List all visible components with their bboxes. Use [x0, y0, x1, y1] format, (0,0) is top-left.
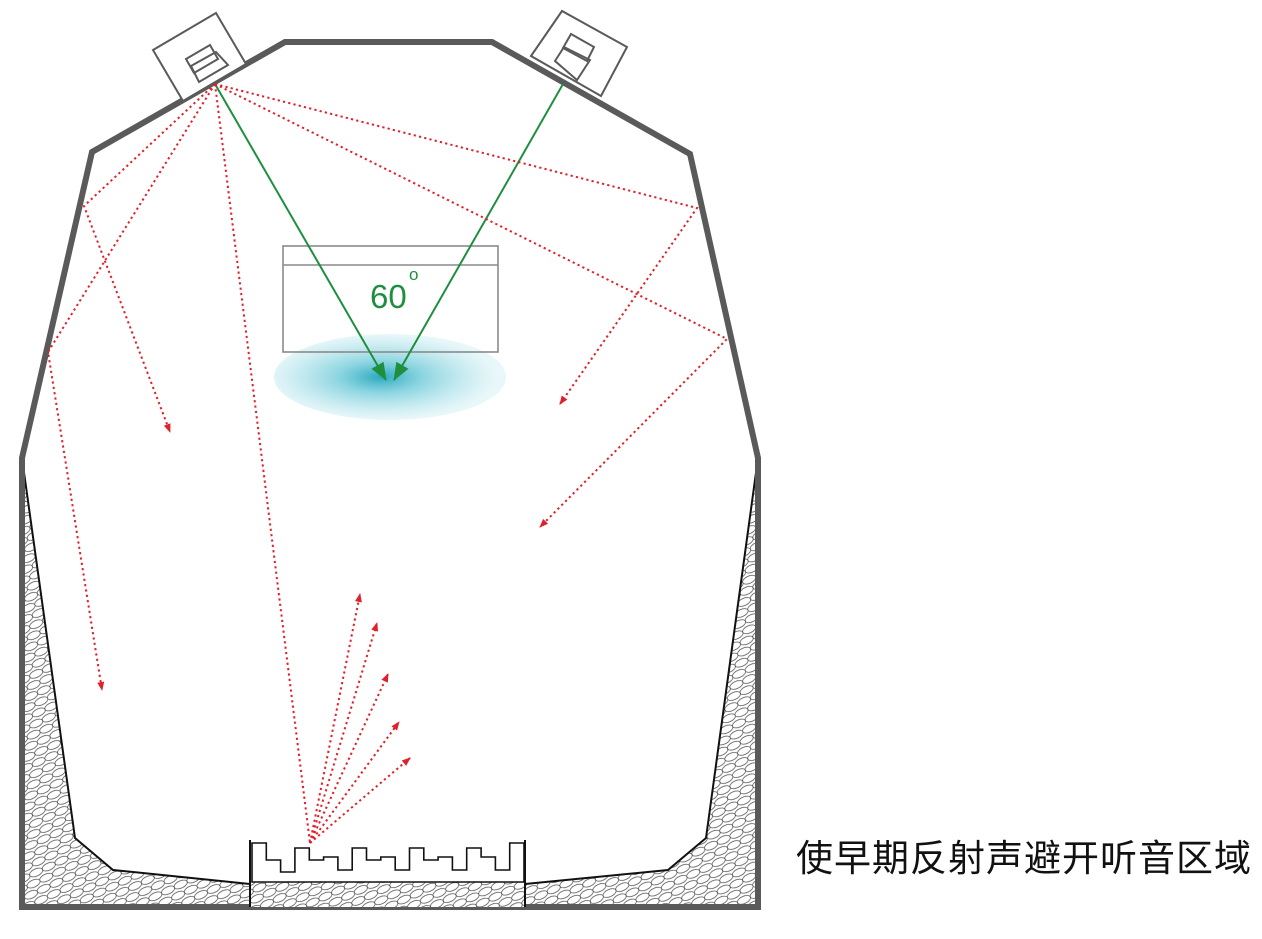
diffuser-wells [251, 842, 525, 883]
diffuse-ray [309, 757, 411, 844]
right-absorber [525, 458, 758, 907]
reflection-ray [82, 83, 216, 433]
direct-ray-right [393, 83, 564, 381]
room-outline [19, 39, 761, 910]
right-speaker [529, 9, 629, 98]
direct-ray-left [214, 83, 387, 381]
angle-value: 60 [370, 278, 407, 315]
reflection-ray [214, 83, 729, 528]
listening-zone [274, 334, 506, 420]
angle-degree-symbol: o [409, 265, 418, 284]
diagram-caption: 使早期反射声避开听音区域 [796, 837, 1252, 880]
wall-absorber-lining [21, 457, 759, 907]
diffuse-ray [309, 622, 379, 844]
rear-diffuser [249, 840, 526, 907]
left-absorber [22, 458, 250, 907]
diffuse-ray [309, 721, 400, 844]
reflection-ray [46, 83, 216, 691]
reflection-ray [214, 83, 699, 405]
diffuse-ray [309, 673, 389, 844]
reflection-ray [214, 83, 311, 844]
diffuse-ray [309, 593, 362, 844]
early-reflection-rays [46, 83, 729, 844]
left-speaker [151, 11, 248, 103]
inner-lining-edge [21, 457, 759, 885]
direct-sound-rays [214, 83, 564, 381]
